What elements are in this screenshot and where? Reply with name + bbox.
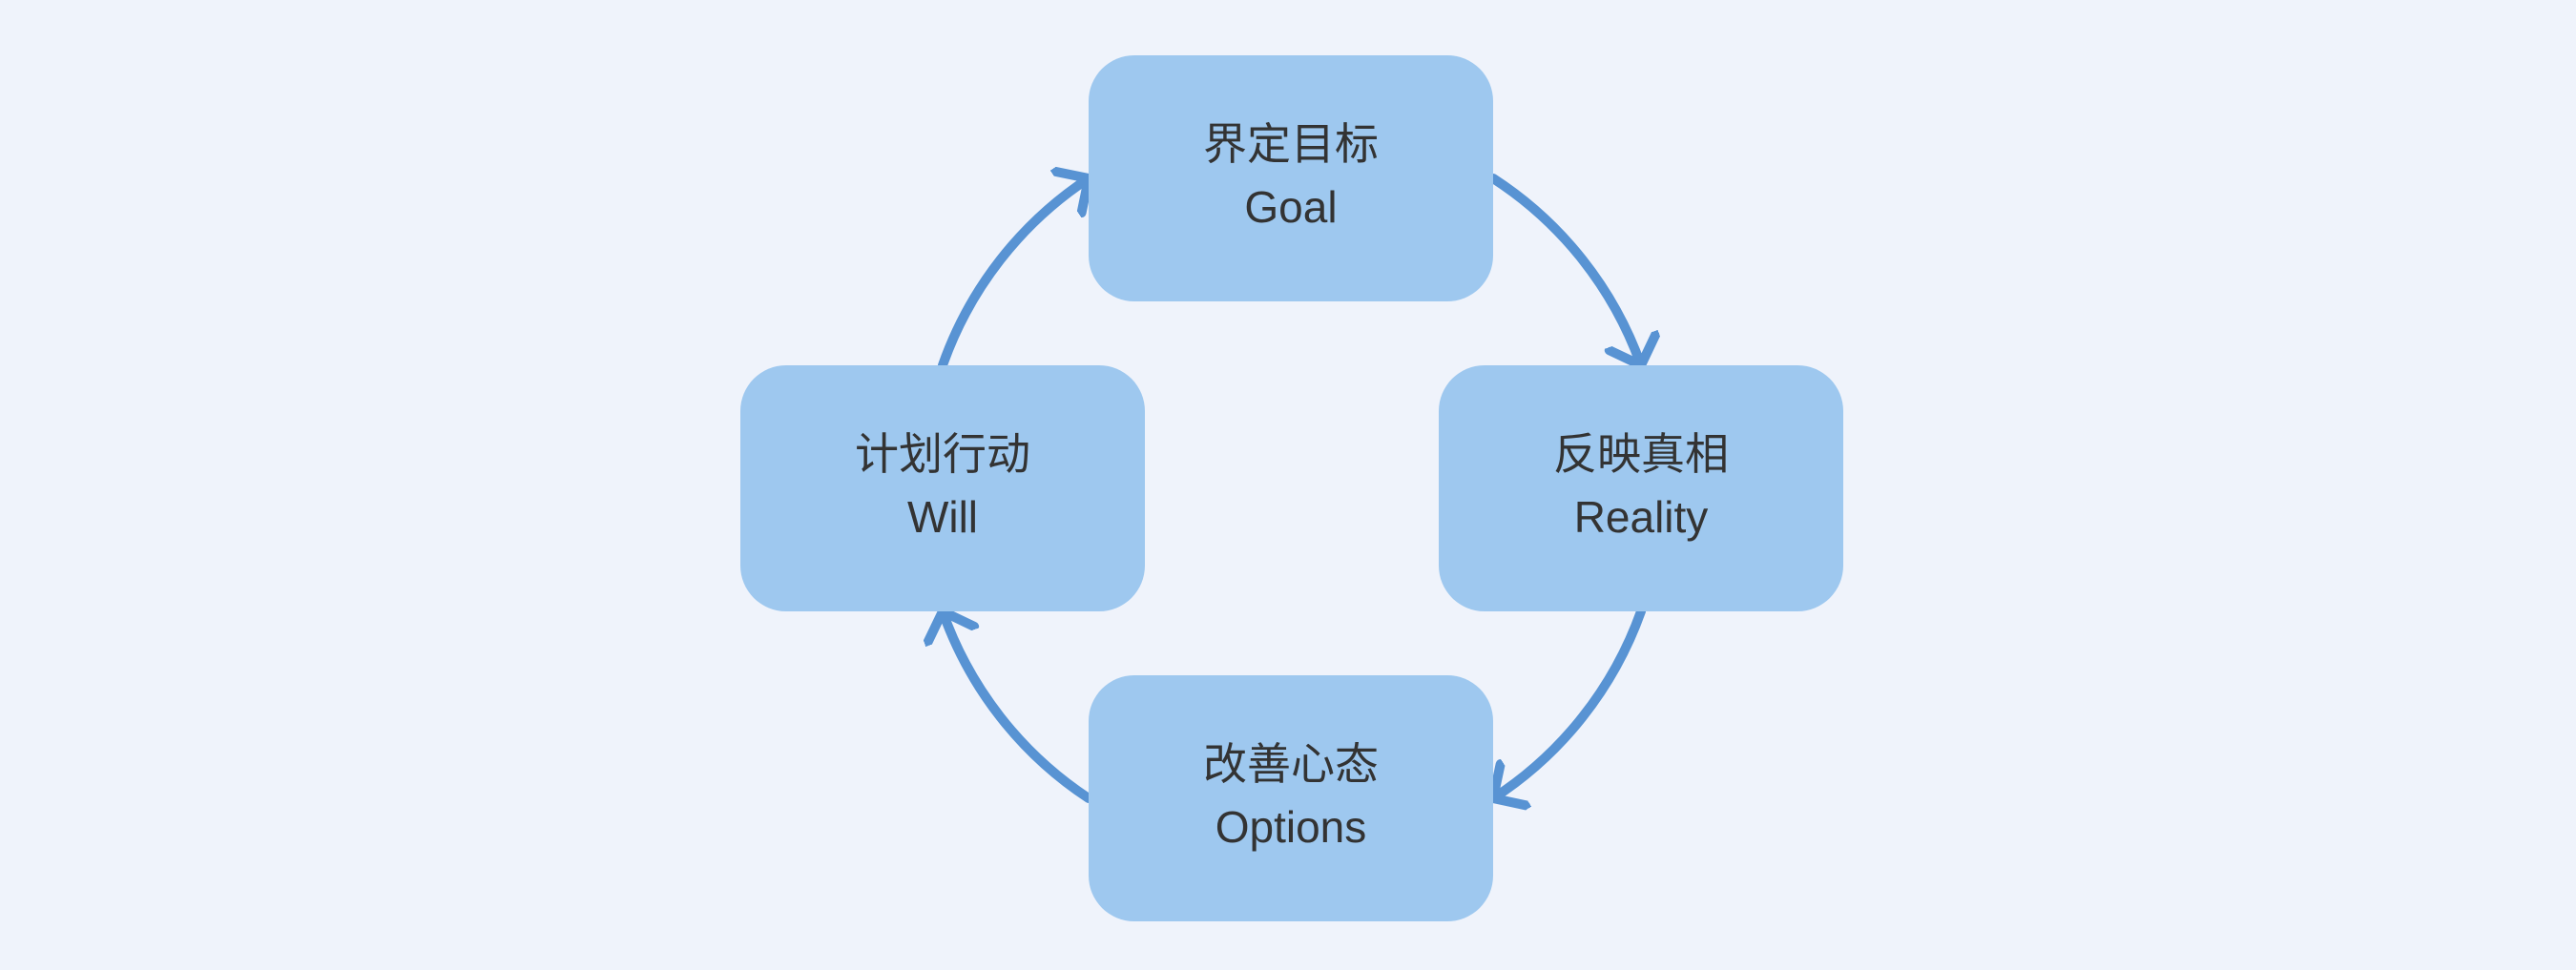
node-reality-label-zh: 反映真相 [1553,429,1729,479]
node-will-label-zh: 计划行动 [855,429,1030,479]
node-will[interactable]: 计划行动 Will [740,365,1145,611]
node-options-box[interactable] [1089,675,1493,921]
node-reality[interactable]: 反映真相 Reality [1439,365,1843,611]
node-options-label-en: Options [1215,802,1367,852]
node-reality-box[interactable] [1439,365,1843,611]
arrow-will-to-goal [938,178,1093,370]
node-will-box[interactable] [740,365,1145,611]
node-goal-box[interactable] [1089,55,1493,301]
arrow-reality-to-options [1488,607,1646,798]
node-goal-label-zh: 界定目标 [1203,119,1379,169]
node-goal[interactable]: 界定目标 Goal [1089,55,1493,301]
arrow-options-to-will [943,607,1093,803]
node-goal-label-en: Goal [1244,182,1337,232]
arrow-goal-to-reality [1488,174,1641,370]
node-options-label-zh: 改善心态 [1203,739,1379,789]
node-will-label-en: Will [907,492,978,542]
node-reality-label-en: Reality [1574,492,1709,542]
node-options[interactable]: 改善心态 Options [1089,675,1493,921]
